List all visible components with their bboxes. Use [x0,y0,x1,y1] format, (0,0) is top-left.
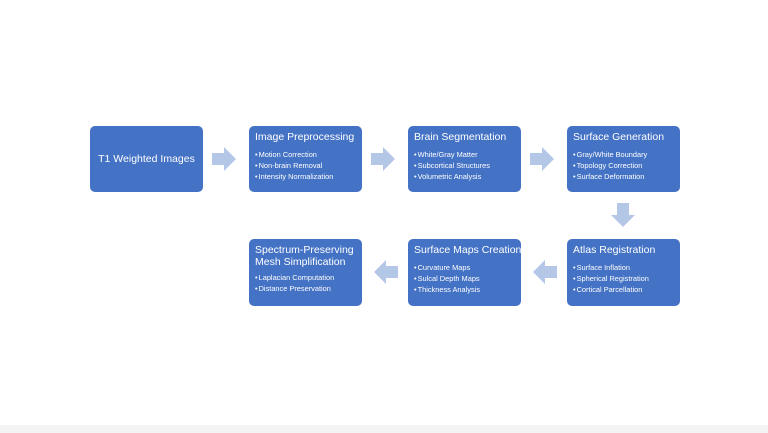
step-item: Sulcal Depth Maps [414,273,515,284]
step-image-preprocessing: Image Preprocessing Motion Correction No… [249,126,362,192]
arrow-left-icon [533,260,557,284]
arrow-right-icon [212,147,236,171]
step-item: Gray/White Boundary [573,149,674,160]
step-title: Surface Generation [573,131,665,143]
step-item: Laplacian Computation [255,272,356,283]
step-t1-weighted-images: T1 Weighted Images [90,126,203,192]
step-atlas-registration: Atlas Registration Surface Inflation Sph… [567,239,680,306]
arrow-right-icon [530,147,554,171]
arrow-down-icon [611,203,635,227]
arrow-left-icon [374,260,398,284]
step-spectrum-preserving-mesh-simplification: Spectrum-Preserving Mesh Simplification … [249,239,362,306]
step-surface-maps-creation: Surface Maps Creation Curvature Maps Sul… [408,239,521,306]
step-item-list: Motion Correction Non-brain Removal Inte… [255,149,356,182]
step-brain-segmentation: Brain Segmentation White/Gray Matter Sub… [408,126,521,192]
step-title: T1 Weighted Images [98,153,195,165]
step-item: Non-brain Removal [255,160,356,171]
step-title: Atlas Registration [573,244,656,256]
step-item: Intensity Normalization [255,171,356,182]
step-item: Thickness Analysis [414,284,515,295]
step-item: Distance Preservation [255,283,356,294]
step-title: Spectrum-Preserving Mesh Simplification [255,244,354,268]
step-item: Spherical Registration [573,273,674,284]
step-item: White/Gray Matter [414,149,515,160]
step-title: Image Preprocessing [255,131,355,143]
step-item-list: Surface Inflation Spherical Registration… [573,262,674,295]
step-item: Curvature Maps [414,262,515,273]
step-item-list: Curvature Maps Sulcal Depth Maps Thickne… [414,262,515,295]
step-item-list: Gray/White Boundary Topology Correction … [573,149,674,182]
step-item: Volumetric Analysis [414,171,515,182]
step-item: Motion Correction [255,149,356,160]
step-title: Brain Segmentation [414,131,507,143]
step-item: Cortical Parcellation [573,284,674,295]
step-title: Surface Maps Creation [414,244,522,256]
slide-bottom-edge [0,425,768,433]
step-item-list: Laplacian Computation Distance Preservat… [255,272,356,294]
arrow-right-icon [371,147,395,171]
step-item: Topology Correction [573,160,674,171]
step-item: Surface Deformation [573,171,674,182]
step-item-list: White/Gray Matter Subcortical Structures… [414,149,515,182]
step-item: Subcortical Structures [414,160,515,171]
step-item: Surface Inflation [573,262,674,273]
step-surface-generation: Surface Generation Gray/White Boundary T… [567,126,680,192]
